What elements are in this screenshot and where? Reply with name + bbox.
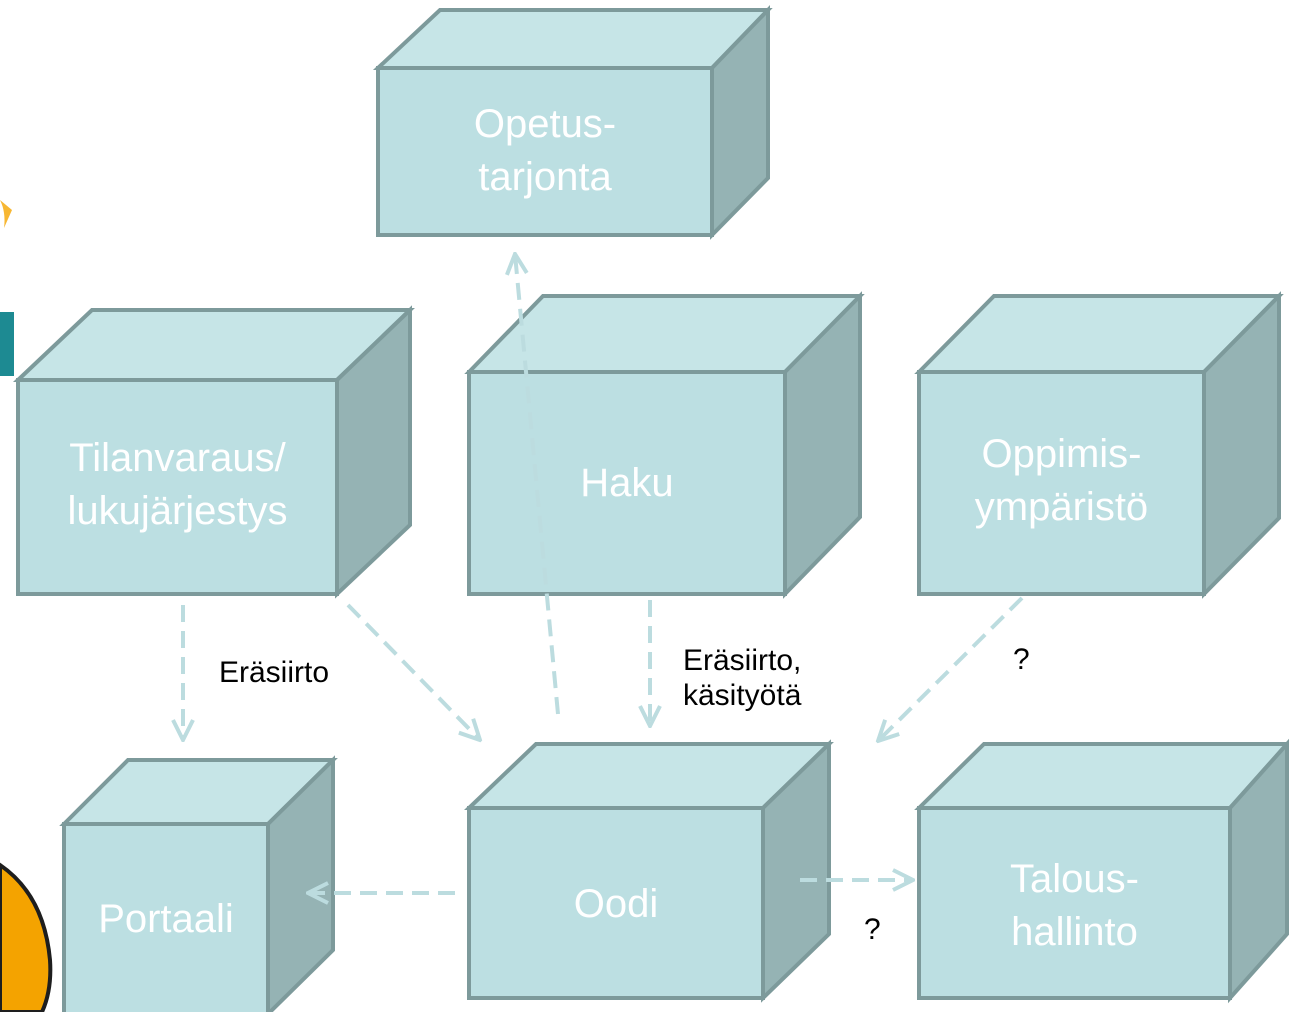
orange-tick-fragment	[0, 200, 12, 228]
annotation-question-oppimisymparisto: ?	[1013, 643, 1030, 676]
box-label-haku: Haku	[580, 461, 674, 505]
box-front-face	[62, 822, 270, 1012]
box-label-oodi: Oodi	[573, 882, 659, 926]
box-front-face	[467, 370, 787, 596]
box-label-tilanvaraus: Tilanvaraus/ lukujärjestys	[67, 436, 288, 533]
box-front-face	[16, 378, 339, 596]
box-opetustarjonta	[372, 5, 773, 240]
box-front-face	[376, 66, 714, 237]
box-front-face	[917, 370, 1206, 596]
box-tilanvaraus	[12, 305, 415, 599]
box-label-taloushallinto: Talous- hallinto	[1010, 857, 1139, 954]
arrow-oppimisymparisto-to-oodi	[878, 596, 1024, 741]
box-label-portaali: Portaali	[98, 897, 234, 941]
box-label-oppimisymparisto: Oppimis- ympäristö	[974, 432, 1149, 529]
box-oodi	[464, 739, 834, 1003]
orange-swoosh-fragment	[0, 862, 53, 1012]
arrow-tilanvaraus-to-oodi	[346, 603, 480, 740]
box-haku	[464, 291, 865, 599]
annotation-erasiirto: Eräsiirto	[219, 656, 330, 689]
box-front-face	[917, 806, 1232, 1000]
box-top-face	[372, 8, 773, 70]
teal-glyph-fragment	[0, 312, 14, 376]
box-oppimisymparisto	[914, 291, 1284, 599]
annotation-question-taloushallinto: ?	[864, 913, 881, 946]
box-taloushallinto	[914, 738, 1289, 1004]
box-top-face	[914, 742, 1289, 810]
box-label-opetustarjonta: Opetus- tarjonta	[473, 102, 617, 199]
box-front-face	[467, 806, 765, 1000]
box-portaali	[59, 755, 338, 1012]
annotation-erasiirto-kasityota: Eräsiirto, käsityötä	[683, 644, 802, 712]
